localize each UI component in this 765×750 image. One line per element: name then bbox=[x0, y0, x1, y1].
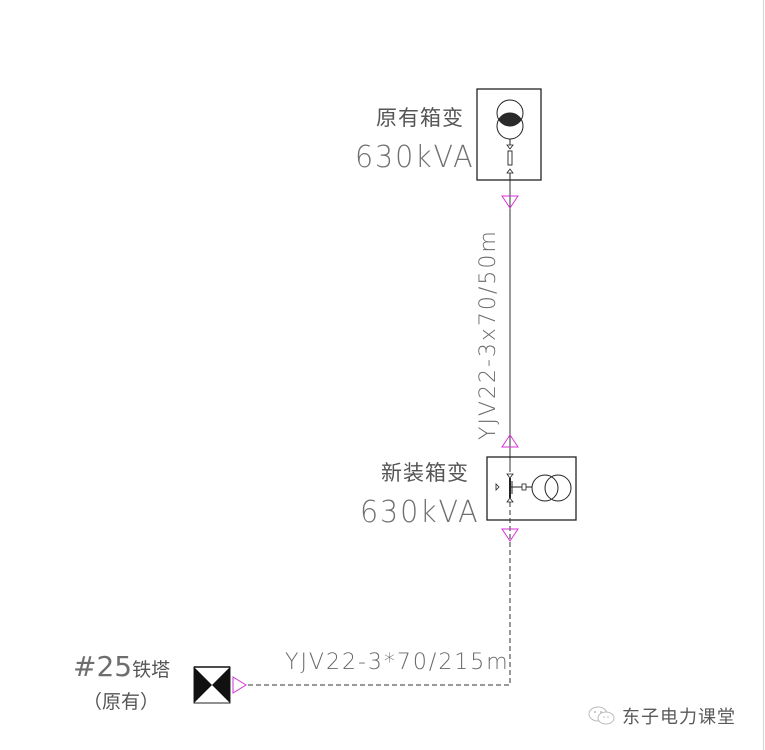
transformer-symbol-icon bbox=[531, 474, 572, 502]
cable-upper-label: YJV22-3x70/50m bbox=[476, 229, 501, 440]
watermark-text: 东子电力课堂 bbox=[622, 707, 736, 728]
wechat-icon bbox=[588, 706, 615, 725]
new-box-transformer[interactable] bbox=[486, 456, 577, 521]
tower-symbol-icon[interactable] bbox=[193, 666, 231, 704]
new-transformer-name: 新装箱变 bbox=[381, 461, 469, 485]
terminal-marker-icon bbox=[501, 434, 519, 448]
existing-box-transformer[interactable] bbox=[476, 88, 542, 181]
tower-id: #25 bbox=[73, 650, 133, 683]
tower-name: 铁塔 bbox=[132, 659, 171, 681]
watermark: 东子电力课堂 bbox=[588, 703, 736, 729]
terminal-marker-icon bbox=[501, 195, 519, 209]
cable-lower-label: YJV22-3*70/215m bbox=[285, 650, 510, 675]
cable-lower-line[interactable] bbox=[246, 502, 511, 686]
existing-transformer-rating: 630kVA bbox=[355, 140, 475, 175]
transformer-symbol-icon bbox=[496, 99, 524, 140]
terminal-marker-icon bbox=[232, 676, 247, 694]
terminal-marker-icon bbox=[501, 528, 519, 542]
new-transformer-rating: 630kVA bbox=[360, 495, 480, 530]
load-switch-icon bbox=[495, 473, 532, 503]
existing-transformer-name: 原有箱变 bbox=[376, 106, 464, 130]
tower-status: （原有） bbox=[83, 691, 160, 713]
tower-label: #25 铁塔 bbox=[73, 653, 170, 681]
right-edge-divider bbox=[763, 0, 764, 750]
fuse-icon bbox=[506, 139, 514, 180]
